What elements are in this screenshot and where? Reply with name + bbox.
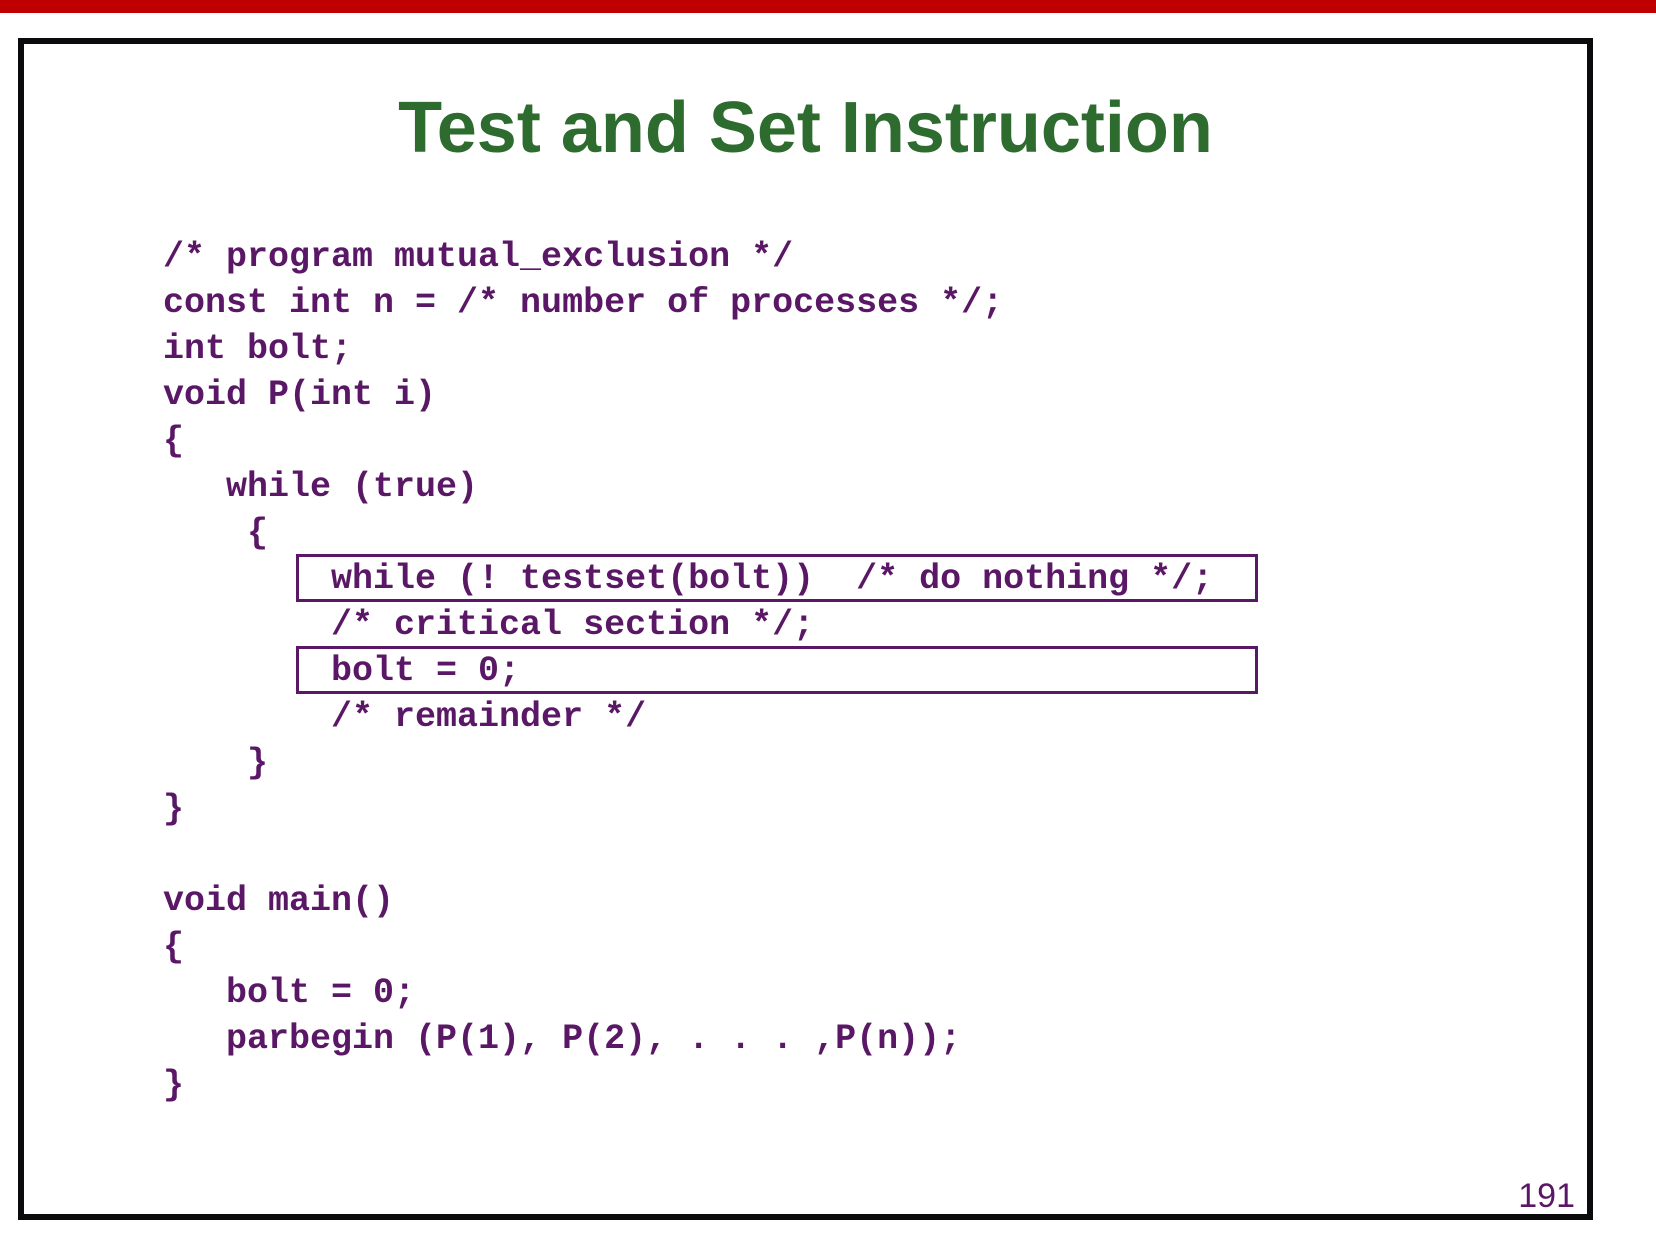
code-line: { [163,421,185,461]
code-line [163,832,1213,878]
code-line: int bolt; [163,329,353,369]
code-line: } [163,1065,185,1105]
code-line: parbegin (P(1), P(2), . . . ,P(n)); [163,1019,962,1059]
code-line: void P(int i) [163,375,437,415]
top-red-bar [0,0,1656,13]
code-line: /* remainder */ [163,697,647,737]
code-line: /* critical section */; [163,605,815,645]
code-line: } [163,743,269,783]
code-line: { [163,513,269,553]
code-block: /* program mutual_exclusion */ const int … [163,234,1259,1108]
code-line: } [163,789,185,829]
code-line: while (true) [163,467,479,507]
code-line: bolt = 0; [163,973,416,1013]
code-line-boxed: while (! testset(bolt)) /* do nothing */… [163,554,1259,602]
code-line: { [163,927,185,967]
code-line: const int n = /* number of processes */; [163,283,1004,323]
code-line: /* program mutual_exclusion */ [163,237,794,277]
code-line: void main() [163,881,395,921]
slide-title: Test and Set Instruction [398,88,1213,168]
code-line-boxed: bolt = 0; [163,646,1259,694]
slide-frame: Test and Set Instruction /* program mutu… [18,38,1593,1220]
page-number: 191 [1518,1177,1575,1215]
